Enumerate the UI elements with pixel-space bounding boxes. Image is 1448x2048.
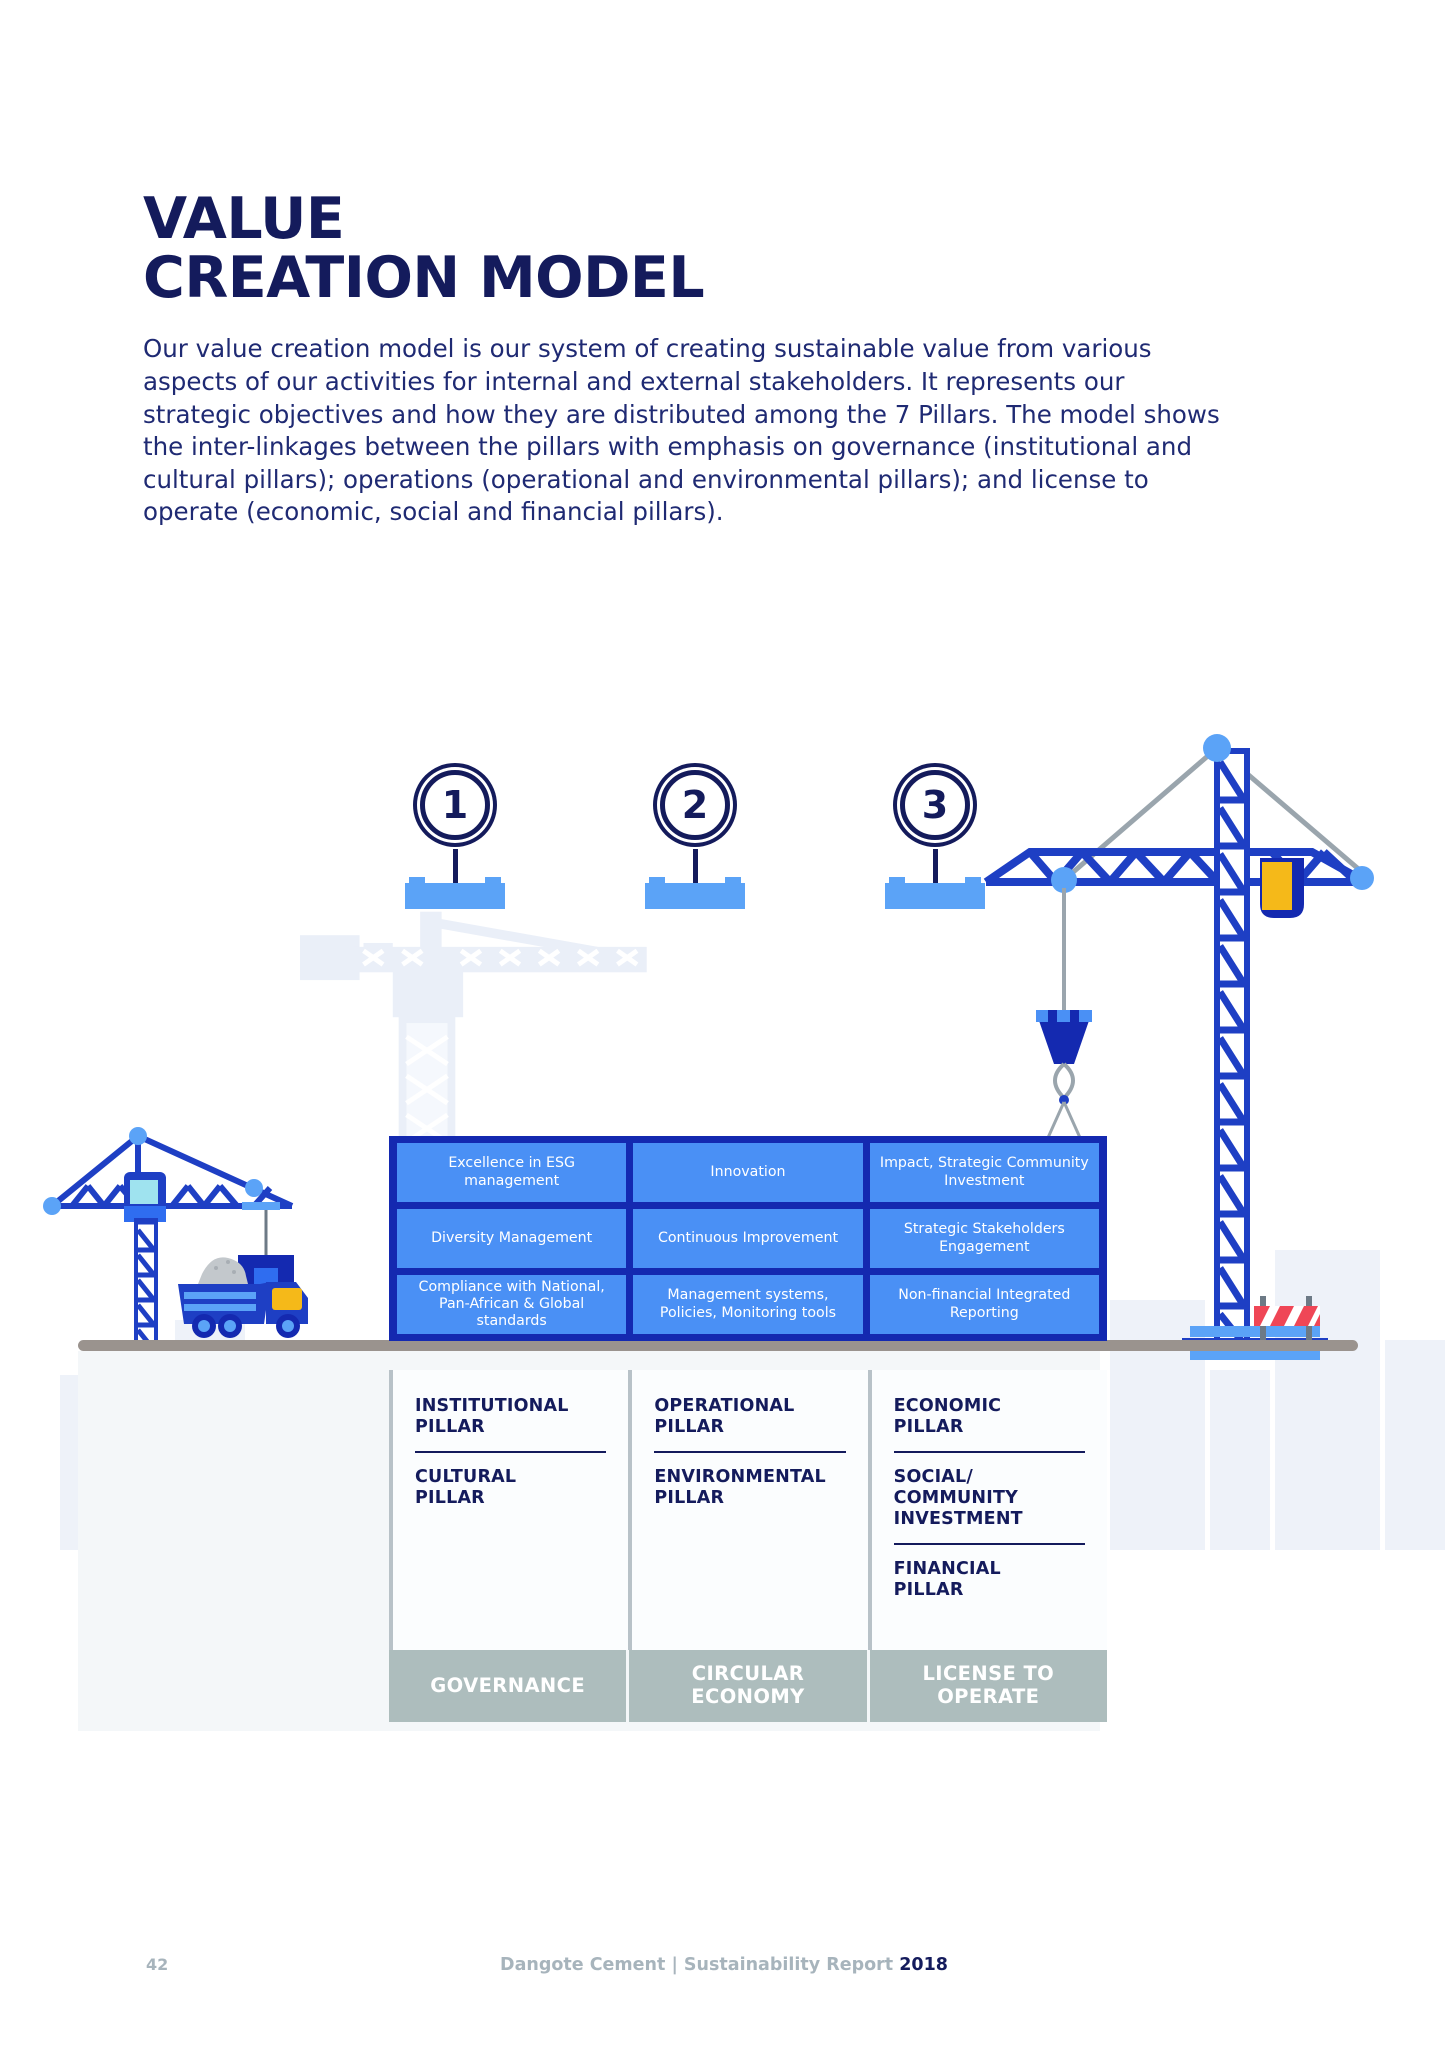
pillar-column-governance: INSTITUTIONAL PILLAR CULTURAL PILLAR [389,1370,629,1650]
matrix-column-1: Excellence in ESG management Diversity M… [397,1143,627,1334]
theme-bar-governance[interactable]: GOVERNANCE [389,1650,627,1722]
theme-bar-circular-economy[interactable]: CIRCULAR ECONOMY [629,1650,867,1722]
marker-2-stem [692,849,698,883]
pillar-column-circular-economy: OPERATIONAL PILLAR ENVIRONMENTAL PILLAR [628,1370,868,1650]
matrix-cell[interactable]: Impact, Strategic Community Investment [869,1143,1099,1202]
page-header: VALUE CREATION MODEL Our value creation … [143,190,1263,529]
pillar-divider [893,1543,1085,1546]
pillar-columns: INSTITUTIONAL PILLAR CULTURAL PILLAR OPE… [389,1370,1107,1650]
theme-bar-license-to-operate[interactable]: LICENSE TO OPERATE [869,1650,1107,1722]
pillar-label: SOCIAL/ COMMUNITY INVESTMENT [893,1467,1023,1529]
pillar-label: ENVIRONMENTAL PILLAR [654,1467,826,1508]
matrix-column-2: Innovation Continuous Improvement Manage… [633,1143,863,1334]
marker-1-stem [452,849,458,883]
matrix-cell[interactable]: Compliance with National, Pan-African & … [397,1275,627,1334]
matrix-cell[interactable]: Continuous Improvement [633,1209,863,1268]
marker-1-number: 1 [420,770,490,840]
page-number: 42 [146,1955,169,1974]
pillar-divider [654,1451,846,1454]
page-title: VALUE CREATION MODEL [143,190,1263,307]
ground-line [78,1340,1358,1351]
theme-bars: GOVERNANCE CIRCULAR ECONOMY LICENSE TO O… [389,1650,1107,1722]
footer-report-label: Dangote Cement | Sustainability Report 2… [0,1955,1448,1975]
matrix-cell[interactable]: Strategic Stakeholders Engagement [869,1209,1099,1268]
pillar-divider [893,1451,1085,1454]
matrix-cell[interactable]: Management systems, Policies, Monitoring… [633,1275,863,1334]
pillar-column-license-to-operate: ECONOMIC PILLAR SOCIAL/ COMMUNITY INVEST… [867,1370,1107,1650]
marker-3[interactable]: 3 [875,770,995,909]
strategic-objectives-matrix: Excellence in ESG management Diversity M… [389,1136,1107,1341]
skyline-building [1275,1250,1380,1550]
pillar-label: ECONOMIC PILLAR [893,1396,1002,1437]
pillar-label: FINANCIAL PILLAR [893,1559,1001,1600]
matrix-cell[interactable]: Innovation [633,1143,863,1202]
pillar-label: CULTURAL PILLAR [415,1467,517,1508]
marker-1[interactable]: 1 [395,770,515,909]
marker-2[interactable]: 2 [635,770,755,909]
marker-1-base [405,877,505,909]
marker-2-number: 2 [660,770,730,840]
dump-truck-icon [178,1257,308,1338]
intro-paragraph: Our value creation model is our system o… [143,334,1220,527]
page-title-line1: VALUE [143,186,345,252]
matrix-column-3: Impact, Strategic Community Investment S… [869,1143,1099,1334]
marker-3-base [885,877,985,909]
page-title-line2: CREATION MODEL [143,244,705,311]
skyline-building [1385,1340,1445,1550]
marker-3-stem [932,849,938,883]
right-tower-crane-icon [983,734,1374,1360]
skyline-building [1210,1370,1270,1550]
pillar-label: OPERATIONAL PILLAR [654,1396,795,1437]
footer-report-year: 2018 [899,1955,948,1975]
matrix-cell[interactable]: Excellence in ESG management [397,1143,627,1202]
value-creation-diagram: 1 2 3 Excellence in ESG management Diver… [0,734,1448,1880]
pillar-divider [415,1451,607,1454]
pillar-label: INSTITUTIONAL PILLAR [415,1396,569,1437]
footer-report-title: Dangote Cement | Sustainability Report [500,1955,900,1975]
road-barrier-icon [1254,1296,1320,1342]
matrix-cell[interactable]: Diversity Management [397,1209,627,1268]
matrix-cell[interactable]: Non-financial Integrated Reporting [869,1275,1099,1334]
marker-3-number: 3 [900,770,970,840]
marker-2-base [645,877,745,909]
